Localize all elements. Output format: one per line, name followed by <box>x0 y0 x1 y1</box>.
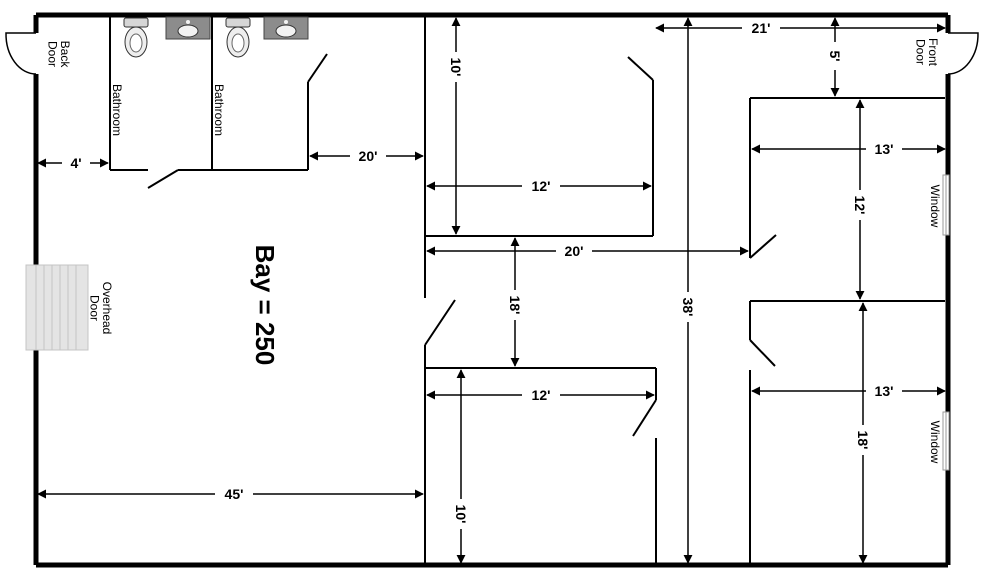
office-door-left <box>424 299 456 346</box>
dimension-lines <box>37 17 946 564</box>
bathroom-door <box>147 169 179 189</box>
bathroom-door-2 <box>307 53 328 83</box>
dim-10-top-label: 10' <box>448 58 464 77</box>
dim-4-label: 4' <box>70 155 81 171</box>
window-label: Window <box>928 185 942 228</box>
back-door-label: BackDoor <box>45 41 72 69</box>
toilet-icon <box>123 17 149 58</box>
dim-20-mid-label: 20' <box>565 243 584 259</box>
dimension-labels: 4' 20' 12' 21' 13' 20' 12' 13' 45' <box>62 19 902 503</box>
front-door-label: FrontDoor <box>913 38 940 67</box>
window-lower <box>942 411 950 471</box>
dim-10-bottom-label: 10' <box>453 505 469 524</box>
dim-45-label: 45' <box>225 486 244 502</box>
window-label: Window <box>928 421 942 464</box>
overhead-door <box>25 264 89 351</box>
front-door <box>947 32 979 75</box>
exterior-walls <box>33 12 951 568</box>
interior-walls <box>109 15 945 565</box>
office-door-right-lower <box>749 339 776 367</box>
toilet-icon <box>225 17 251 58</box>
dim-18-mid-label: 18' <box>507 296 523 315</box>
dim-12-lower-label: 12' <box>532 387 551 403</box>
office-door-upper <box>627 56 654 81</box>
bay-label: Bay = 250 <box>250 245 280 366</box>
office-door-lower <box>632 399 657 437</box>
dim-13-lower-label: 13' <box>875 383 894 399</box>
dimension-labels-vertical: 10' 5' 12' 18' 38' 18' 10' <box>447 42 872 529</box>
back-door <box>5 32 37 75</box>
door-swings <box>147 53 777 437</box>
dim-12-vert-label: 12' <box>852 196 868 215</box>
bathroom-label: Bathroom <box>110 84 124 136</box>
feature-labels: Bathroom Bathroom Window Window <box>110 84 942 464</box>
dim-21-label: 21' <box>752 20 771 36</box>
dim-5-label: 5' <box>827 50 843 61</box>
sink-icon <box>263 16 309 40</box>
dim-38-label: 38' <box>680 298 696 317</box>
office-door-right-upper <box>749 234 777 259</box>
dim-12-upper-label: 12' <box>532 178 551 194</box>
sink-icon <box>165 16 211 40</box>
overhead-door-label: OverheadDoor <box>87 282 114 335</box>
dim-18-right-label: 18' <box>855 431 871 450</box>
dim-13-upper-label: 13' <box>875 141 894 157</box>
bathroom-label: Bathroom <box>212 84 226 136</box>
dim-20-bath-label: 20' <box>359 148 378 164</box>
window-upper <box>942 174 950 236</box>
